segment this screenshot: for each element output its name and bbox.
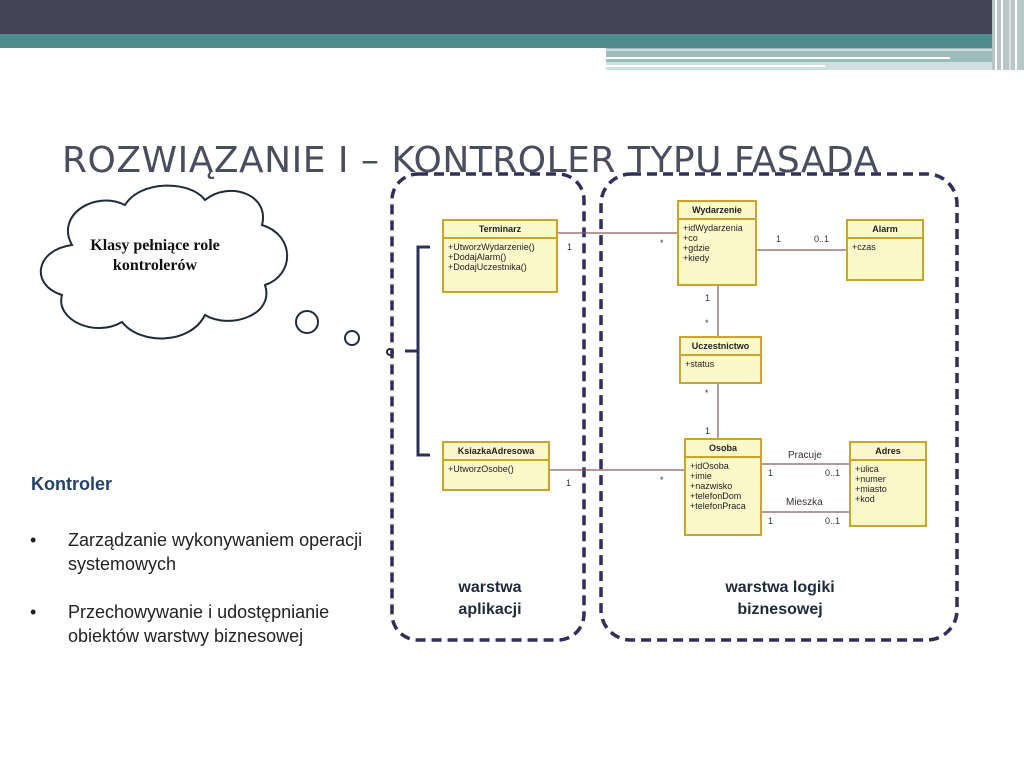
controller-bracket [405, 245, 430, 457]
multiplicity-label: * [705, 318, 709, 328]
class-member: +numer [855, 474, 886, 484]
thought-bubble-large [295, 310, 319, 334]
class-member: +co [683, 233, 698, 243]
multiplicity-label: 1 [705, 426, 711, 436]
class-ksiazka-adresowa: KsiazkaAdresowa +UtworzOsobe() [442, 441, 550, 491]
class-name: Terminarz [444, 221, 556, 239]
multiplicity-label: 1 [566, 478, 572, 488]
business-layer-frame [599, 172, 959, 642]
association-name-mieszka: Mieszka [786, 497, 823, 508]
class-member: +idWydarzenia [683, 223, 743, 233]
multiplicity-label: 1 [768, 516, 774, 526]
class-member: +telefonDom [690, 491, 742, 501]
thought-cloud [39, 184, 289, 340]
class-adres: Adres +ulica +numer +miasto +kod [849, 441, 927, 527]
class-member: +UtworzOsobe() [448, 464, 514, 474]
class-alarm: Alarm +czas [846, 219, 924, 281]
cloud-label: Klasy pełniące role kontrolerów [90, 237, 220, 274]
multiplicity-label: 0..1 [825, 516, 841, 526]
class-member: +gdzie [683, 243, 710, 253]
multiplicity-label: * [705, 388, 709, 398]
class-member: +idOsoba [690, 461, 729, 471]
application-layer-label: warstwa aplikacji [458, 579, 522, 618]
class-member: +status [685, 359, 715, 369]
class-member: +kiedy [683, 253, 710, 263]
class-member: +telefonPraca [690, 501, 746, 511]
class-member: +DodajAlarm() [448, 252, 507, 262]
class-uczestnictwo: Uczestnictwo +status [679, 336, 762, 384]
class-member: +miasto [855, 484, 887, 494]
class-name: Wydarzenie [679, 202, 755, 220]
class-member: +kod [855, 494, 875, 504]
class-name: KsiazkaAdresowa [444, 443, 548, 461]
class-member: +nazwisko [690, 481, 733, 491]
header-accent-bar [0, 34, 1024, 48]
class-osoba: Osoba +idOsoba +imie +nazwisko +telefonD… [684, 438, 762, 536]
class-name: Uczestnictwo [681, 338, 760, 356]
thought-bubble-medium [344, 330, 360, 346]
class-member: +UtworzWydarzenie() [448, 242, 535, 252]
class-terminarz: Terminarz +UtworzWydarzenie() +DodajAlar… [442, 219, 558, 293]
class-name: Osoba [686, 440, 760, 458]
bullet-item: Przechowywanie i udostępnianie obiektów … [30, 600, 370, 648]
multiplicity-label: * [660, 475, 664, 485]
class-wydarzenie: Wydarzenie +idWydarzenia +co +gdzie +kie… [677, 200, 757, 286]
application-layer-frame [390, 172, 586, 642]
controller-heading: Kontroler [31, 474, 112, 494]
multiplicity-label: 1 [776, 234, 782, 244]
class-name: Alarm [848, 221, 922, 239]
multiplicity-label: 1 [705, 293, 711, 303]
class-member: +imie [690, 471, 712, 481]
multiplicity-label: * [660, 238, 664, 248]
bullet-item: Zarządzanie wykonywaniem operacji system… [30, 528, 370, 576]
business-layer-label: warstwa logiki biznesowej [725, 579, 835, 618]
multiplicity-label: 0..1 [814, 234, 830, 244]
class-member: +ulica [855, 464, 879, 474]
class-member: +DodajUczestnika() [448, 262, 527, 272]
association-name-pracuje: Pracuje [788, 450, 822, 461]
controller-bullet-list: Zarządzanie wykonywaniem operacji system… [30, 528, 370, 672]
class-member: +czas [852, 242, 876, 252]
multiplicity-label: 0..1 [825, 468, 841, 478]
multiplicity-label: 1 [567, 242, 573, 252]
multiplicity-label: 1 [768, 468, 774, 478]
class-name: Adres [851, 443, 925, 461]
header-bar [0, 0, 1024, 34]
